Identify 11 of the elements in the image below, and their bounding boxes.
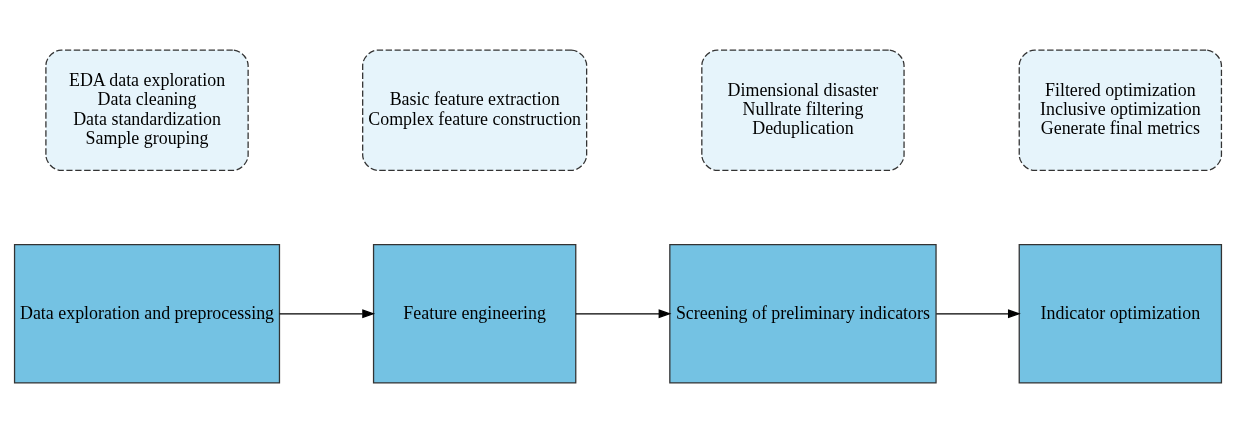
node-box: Indicator optimization	[1018, 243, 1223, 383]
arrow	[575, 308, 672, 318]
node-box: Filtered optimization Inclusive optimization Generate final metrics	[1018, 49, 1223, 171]
node-box: Data exploration and preprocessing	[13, 243, 281, 383]
node-box: Dimensional disaster Nullrate filtering Deduplication	[701, 49, 905, 171]
node-box: Feature engineering	[372, 243, 577, 383]
node-box: EDA data exploration Data cleaning Data standardization Sample grouping	[45, 49, 249, 171]
node-box: Basic feature extraction Complex feature construction	[362, 49, 588, 171]
arrow	[278, 308, 376, 318]
arrow	[935, 308, 1021, 318]
node-box: Screening of preliminary indicators	[669, 243, 937, 383]
